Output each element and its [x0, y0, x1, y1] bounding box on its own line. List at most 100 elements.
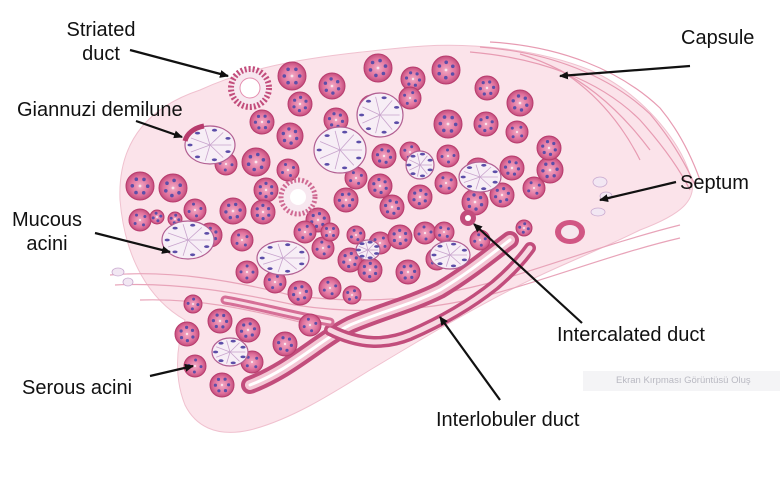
serous-acinus [183, 354, 207, 378]
serous-acinus [474, 75, 500, 101]
serous-acinus [230, 228, 254, 252]
label-striated-duct: Striated duct [58, 18, 144, 66]
serous-acinus [320, 222, 340, 242]
serous-acinus [183, 294, 203, 314]
serous-acinus [387, 224, 413, 250]
arrow-serous-acini [149, 363, 194, 378]
serous-acinus [209, 372, 235, 398]
serous-acini-group [125, 53, 564, 398]
serous-acinus [499, 155, 525, 181]
serous-acinus [536, 156, 564, 184]
serous-acinus [342, 285, 362, 305]
serous-acinus [536, 135, 562, 161]
serous-acinus [371, 143, 397, 169]
serous-acinus [276, 158, 300, 182]
label-serous-acini: Serous acini [22, 377, 133, 399]
arrow-giannuzi-demilune [135, 119, 183, 139]
serous-acinus [293, 220, 317, 244]
serous-acinus [250, 199, 276, 225]
serous-acinus [434, 171, 458, 195]
intercalated-duct [460, 210, 476, 226]
serous-acinus [287, 91, 313, 117]
arrow-intercalated-duct [473, 223, 583, 324]
label-septum: Septum [680, 172, 749, 194]
serous-acinus [431, 55, 461, 85]
serous-acinus [253, 177, 279, 203]
serous-acinus [235, 260, 259, 284]
label-mucous-acini: Mucous acini [4, 208, 90, 256]
arrow-septum [599, 180, 677, 203]
serous-acinus [363, 53, 393, 83]
striated-duct-2 [278, 177, 318, 217]
serous-acinus [318, 276, 342, 300]
serous-acinus [235, 317, 261, 343]
serous-acinus [128, 208, 152, 232]
serous-acinus [333, 187, 359, 213]
demilune-cap [182, 123, 205, 142]
serous-acinus [207, 308, 233, 334]
mucous-acinus [256, 240, 310, 276]
serous-acinus [287, 280, 313, 306]
screenshot-watermark: Ekran Kırpması Görüntüsü Oluş [583, 371, 780, 391]
serous-acinus [395, 259, 421, 285]
arrow-striated-duct [129, 48, 229, 78]
mucous-acinus [356, 92, 404, 138]
label-interlobuler-duct: Interlobuler duct [436, 409, 580, 431]
serous-acinus [158, 173, 188, 203]
serous-acinus [174, 321, 200, 347]
serous-acinus [379, 194, 405, 220]
serous-acinus [337, 247, 363, 273]
serous-acinus [241, 147, 271, 177]
serous-acinus [506, 89, 534, 117]
mucous-acinus [405, 150, 435, 180]
serous-acinus [346, 225, 366, 245]
label-striated-duct-line1: Striated [66, 19, 136, 41]
serous-acinus [367, 173, 393, 199]
arrow-mucous-acini [94, 231, 171, 254]
label-capsule: Capsule [681, 27, 755, 49]
serous-acinus [344, 166, 368, 190]
blood-vessel [555, 220, 585, 244]
serous-acinus [183, 198, 207, 222]
serous-acinus [357, 257, 383, 283]
label-mucous-acini-line1: Mucous [11, 209, 83, 231]
pointer-arrows [94, 48, 691, 401]
serous-acinus [272, 331, 298, 357]
label-giannuzi-demilune: Giannuzi demilune [17, 99, 183, 121]
mucous-acini-group [161, 92, 502, 367]
serous-acinus [413, 221, 437, 245]
serous-acinus [433, 109, 463, 139]
serous-acinus [219, 197, 247, 225]
serous-acinus [276, 122, 304, 150]
mucous-acinus [182, 123, 236, 165]
serous-acinus [311, 236, 335, 260]
serous-acinus [473, 111, 499, 137]
serous-acinus [318, 72, 346, 100]
mucous-acinus [429, 240, 471, 270]
serous-acinus [505, 120, 529, 144]
capsule [469, 41, 701, 191]
serous-acinus [469, 229, 491, 251]
serous-acinus [407, 184, 433, 210]
label-intercalated-duct: Intercalated duct [557, 324, 705, 346]
mucous-acinus [211, 337, 249, 367]
serous-acinus [489, 182, 515, 208]
serous-acinus [298, 313, 322, 337]
serous-acinus [522, 176, 546, 200]
serous-acinus [433, 221, 455, 243]
striated-duct [228, 66, 272, 110]
mucous-acinus [355, 239, 381, 261]
mucous-acinus [161, 220, 215, 260]
serous-acinus [515, 219, 533, 237]
mucous-acinus [458, 161, 502, 193]
label-striated-duct-line2: duct [82, 43, 120, 65]
serous-acinus [249, 109, 275, 135]
serous-acinus [263, 270, 287, 294]
serous-acinus [398, 86, 422, 110]
serous-acinus [149, 209, 165, 225]
arrow-capsule [559, 64, 691, 80]
mucous-acinus [313, 126, 367, 174]
serous-acinus [436, 144, 460, 168]
